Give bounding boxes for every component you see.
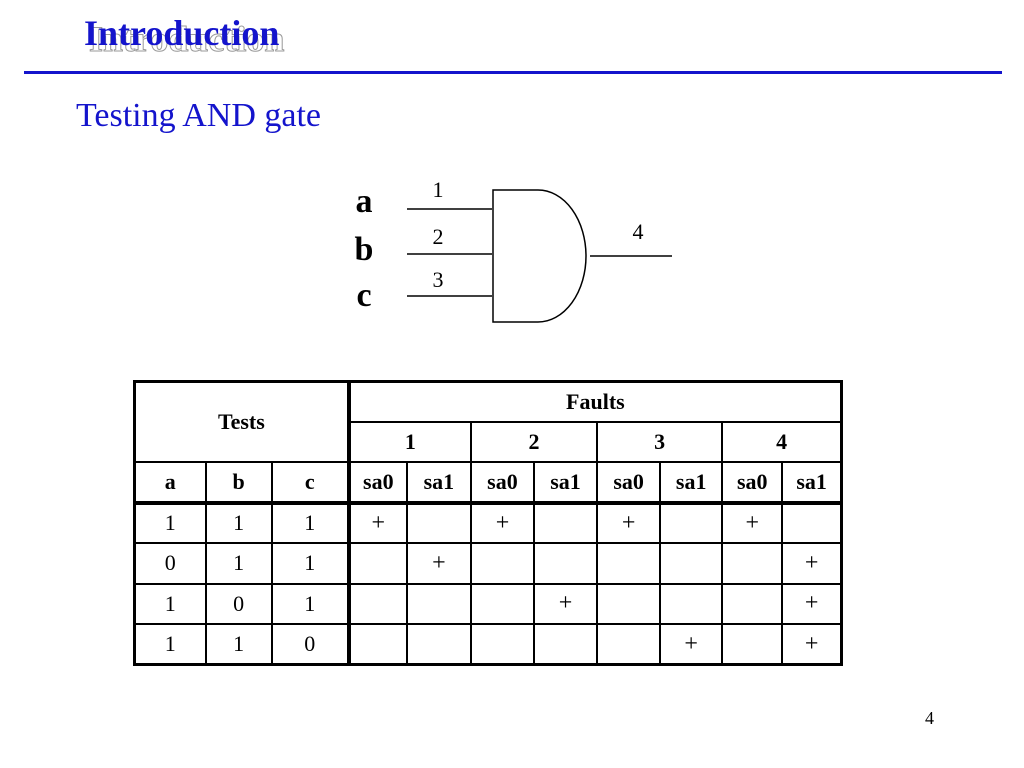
detection-mark-cell bbox=[596, 623, 662, 666]
detection-mark-cell bbox=[405, 501, 472, 545]
input-header-c: c bbox=[270, 461, 351, 505]
test-input-cell: 0 bbox=[204, 582, 273, 626]
fault-test-table: Tests Faults 1 2 3 4 a b c sa0 sa1 sa0 s… bbox=[133, 380, 843, 666]
detection-mark-cell: + bbox=[781, 623, 843, 666]
detection-mark-cell bbox=[347, 623, 408, 666]
detection-mark-cell: + bbox=[532, 582, 599, 626]
line-number-1: 1 bbox=[433, 177, 444, 202]
fault-type-header: sa1 bbox=[532, 461, 599, 505]
detection-mark-cell bbox=[532, 542, 599, 585]
detection-mark-cell: + bbox=[405, 542, 472, 585]
input-letter-a: a bbox=[356, 183, 373, 220]
test-input-cell: 1 bbox=[133, 623, 207, 666]
detection-mark-cell: + bbox=[721, 501, 784, 545]
table-row: 0 1 1 + + bbox=[133, 542, 843, 585]
test-input-cell: 1 bbox=[204, 501, 273, 545]
test-input-cell: 1 bbox=[270, 542, 351, 585]
test-input-cell: 1 bbox=[270, 582, 351, 626]
input-header-a: a bbox=[133, 461, 207, 505]
fault-line-header-2: 2 bbox=[469, 420, 599, 464]
detection-mark-cell bbox=[721, 582, 784, 626]
detection-mark-cell bbox=[721, 542, 784, 585]
detection-mark-cell bbox=[781, 501, 843, 545]
title-divider bbox=[24, 71, 1002, 74]
fault-line-header-1: 1 bbox=[347, 420, 472, 464]
slide-title-group: Introduction Introduction bbox=[84, 12, 404, 62]
fault-type-header: sa0 bbox=[347, 461, 408, 505]
table-row: 1 0 1 + + bbox=[133, 582, 843, 626]
test-input-cell: 1 bbox=[133, 501, 207, 545]
page-number: 4 bbox=[925, 708, 934, 728]
detection-mark-cell bbox=[405, 582, 472, 626]
fault-line-header-3: 3 bbox=[596, 420, 724, 464]
detection-mark-cell bbox=[469, 582, 536, 626]
fault-type-header: sa1 bbox=[405, 461, 472, 505]
and-gate-body bbox=[492, 189, 587, 323]
table-row: 1 1 0 + + bbox=[133, 623, 843, 666]
fault-type-header: sa0 bbox=[596, 461, 662, 505]
detection-mark-cell bbox=[469, 623, 536, 666]
test-input-cell: 1 bbox=[204, 542, 273, 585]
table-row: 1 1 1 + + + + bbox=[133, 501, 843, 545]
detection-mark-cell: + bbox=[781, 582, 843, 626]
test-input-cell: 0 bbox=[270, 623, 351, 666]
fault-type-header: sa0 bbox=[721, 461, 784, 505]
line-number-4: 4 bbox=[633, 219, 644, 244]
detection-mark-cell bbox=[596, 542, 662, 585]
fault-type-header: sa1 bbox=[781, 461, 843, 505]
input-letter-b: b bbox=[355, 231, 374, 268]
fault-type-header: sa1 bbox=[659, 461, 724, 505]
detection-mark-cell bbox=[596, 582, 662, 626]
fault-line-header-4: 4 bbox=[721, 420, 843, 464]
fault-type-header: sa0 bbox=[469, 461, 536, 505]
and-gate-diagram: a b c 1 2 3 4 bbox=[330, 168, 690, 343]
detection-mark-cell bbox=[347, 582, 408, 626]
slide-title: Introduction bbox=[84, 13, 280, 53]
detection-mark-cell bbox=[347, 542, 408, 585]
tests-header: Tests bbox=[133, 380, 351, 464]
slide-title-shadow: Introduction bbox=[88, 19, 285, 60]
test-input-cell: 1 bbox=[133, 582, 207, 626]
detection-mark-cell bbox=[721, 623, 784, 666]
detection-mark-cell bbox=[659, 501, 724, 545]
faults-header: Faults bbox=[347, 380, 843, 423]
test-input-cell: 0 bbox=[133, 542, 207, 585]
detection-mark-cell bbox=[659, 582, 724, 626]
detection-mark-cell bbox=[532, 501, 599, 545]
slide-subtitle: Testing AND gate bbox=[76, 97, 322, 134]
detection-mark-cell: + bbox=[659, 623, 724, 666]
detection-mark-cell: + bbox=[781, 542, 843, 585]
detection-mark-cell bbox=[659, 542, 724, 585]
input-letter-c: c bbox=[356, 277, 371, 314]
detection-mark-cell: + bbox=[347, 501, 408, 545]
detection-mark-cell bbox=[469, 542, 536, 585]
input-header-b: b bbox=[204, 461, 273, 505]
line-number-2: 2 bbox=[433, 224, 444, 249]
line-number-3: 3 bbox=[433, 267, 444, 292]
detection-mark-cell: + bbox=[469, 501, 536, 545]
detection-mark-cell: + bbox=[596, 501, 662, 545]
detection-mark-cell bbox=[405, 623, 472, 666]
test-input-cell: 1 bbox=[270, 501, 351, 545]
detection-mark-cell bbox=[532, 623, 599, 666]
test-input-cell: 1 bbox=[204, 623, 273, 666]
